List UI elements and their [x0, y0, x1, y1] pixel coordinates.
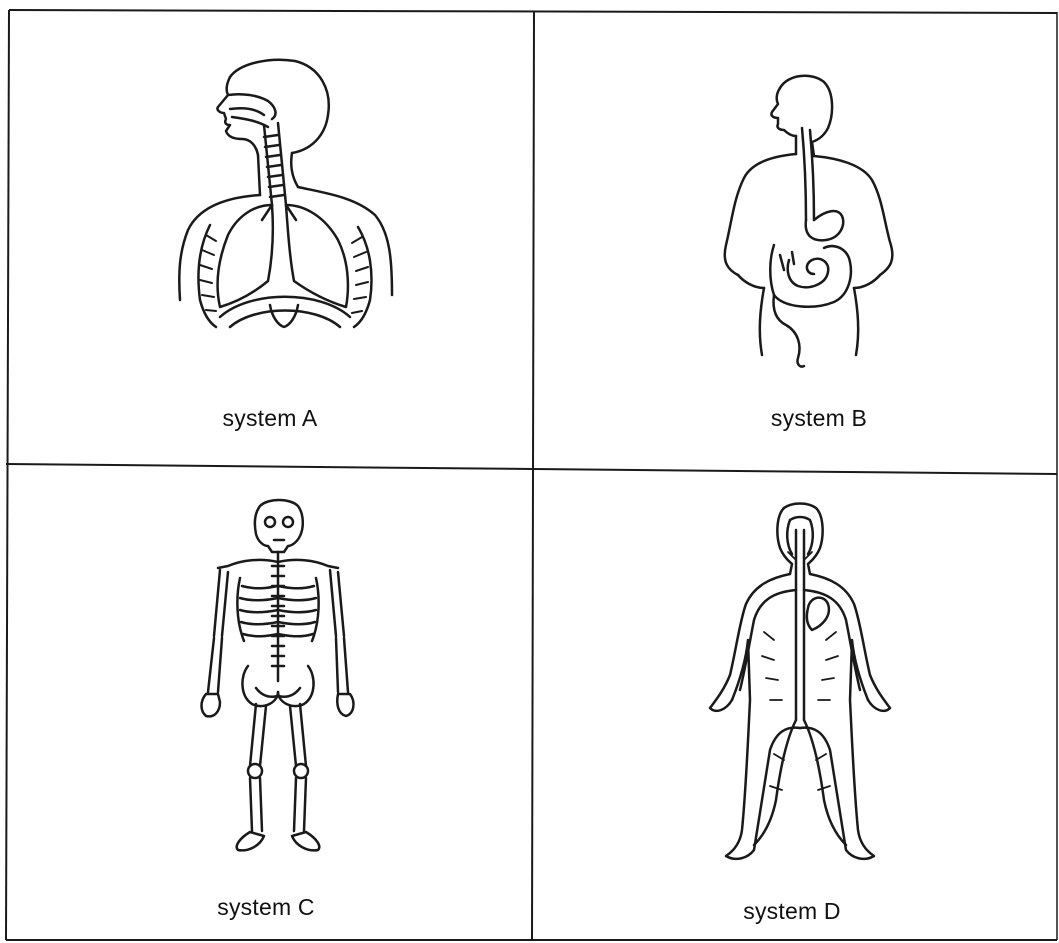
panel-system-d: system D	[534, 470, 1057, 941]
panel-c-label: system C	[217, 894, 314, 921]
digestive-system-icon	[714, 70, 909, 370]
respiratory-system-icon	[160, 55, 410, 330]
circulatory-system-icon	[704, 500, 894, 870]
skeletal-system-icon	[190, 496, 365, 856]
panel-a-label: system A	[223, 405, 318, 432]
panel-b-label: system B	[771, 405, 867, 432]
panel-system-c: system C	[0, 466, 534, 941]
panel-d-label: system D	[743, 898, 840, 925]
panel-system-b: system B	[534, 0, 1057, 470]
panel-system-a: system A	[0, 0, 534, 466]
